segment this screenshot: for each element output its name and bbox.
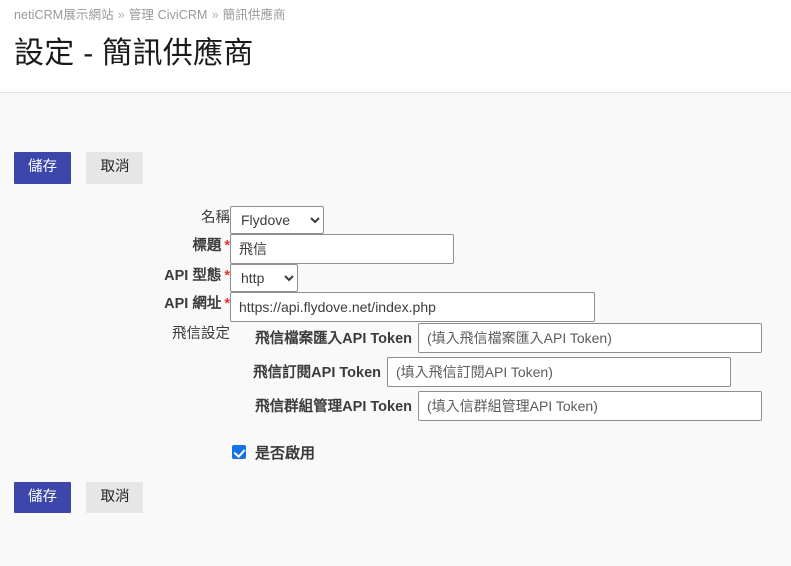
form-row-api-type: API 型態* http [14, 263, 777, 292]
label-flydove-settings: 飛信設定 [14, 322, 230, 463]
cancel-button-bottom[interactable]: 取消 [86, 481, 144, 513]
breadcrumb-item-admin[interactable]: 管理 CiviCRM [128, 8, 208, 22]
label-api-type: API 型態* [14, 264, 230, 292]
form-row-title: 標題* [14, 233, 777, 264]
cancel-button-top[interactable]: 取消 [86, 152, 144, 184]
form-row-name: 名稱 Flydove [14, 205, 777, 234]
title-input[interactable] [230, 233, 454, 264]
flydove-file-import-token-input[interactable] [418, 322, 762, 353]
settings-form: 名稱 Flydove 標題* API [14, 205, 777, 463]
label-name-text: 名稱 [201, 209, 230, 226]
save-button-bottom[interactable]: 儲存 [14, 481, 71, 513]
flydove-subscribe-token-input[interactable] [387, 356, 731, 387]
page-title: 設定 - 簡訊供應商 [14, 37, 254, 70]
toolbar-bottom: 儲存 取消 [14, 463, 777, 513]
required-asterisk: * [224, 237, 230, 254]
breadcrumb: netiCRM展示網站»管理 CiviCRM»簡訊供應商 [14, 0, 777, 23]
required-asterisk: * [224, 295, 230, 312]
flydove-group-manage-label: 飛信群組管理API Token [255, 399, 412, 415]
page-body: 儲存 取消 名稱 Flydove 標題* [0, 93, 791, 566]
flydove-file-import-label: 飛信檔案匯入API Token [255, 331, 412, 347]
form-row-api-url: API 網址* [14, 291, 777, 322]
label-name: 名稱 [14, 206, 230, 234]
label-flydove-settings-text: 飛信設定 [172, 325, 230, 342]
enable-checkbox-label: 是否啟用 [255, 444, 316, 462]
name-select[interactable]: Flydove [230, 205, 324, 234]
label-api-type-text: API 型態 [164, 267, 222, 284]
toolbar-top: 儲存 取消 [14, 93, 777, 184]
page-header: netiCRM展示網站»管理 CiviCRM»簡訊供應商 設定 - 簡訊供應商 [0, 0, 791, 93]
required-asterisk: * [224, 267, 230, 284]
flydove-group-manage-token-input[interactable] [418, 390, 762, 421]
enable-checkbox-row: 是否啟用 [232, 442, 777, 463]
label-title: 標題* [14, 234, 230, 264]
breadcrumb-item-site[interactable]: netiCRM展示網站 [14, 8, 114, 22]
label-api-url: API 網址* [14, 292, 230, 322]
save-button-top[interactable]: 儲存 [14, 152, 71, 184]
form-row-flydove-settings: 飛信設定 飛信檔案匯入API Token 飛信訂閱API Token [14, 322, 777, 463]
api-url-input[interactable] [230, 291, 595, 322]
api-type-select[interactable]: http [230, 263, 298, 292]
flydove-row-subscribe: 飛信訂閱API Token [230, 356, 777, 388]
enable-checkbox[interactable] [232, 445, 246, 459]
flydove-row-group-manage: 飛信群組管理API Token [230, 390, 777, 422]
label-api-url-text: API 網址 [164, 295, 222, 312]
breadcrumb-separator: » [211, 8, 219, 22]
flydove-subscribe-label: 飛信訂閱API Token [253, 365, 381, 381]
flydove-row-file-import: 飛信檔案匯入API Token [230, 322, 777, 354]
label-title-text: 標題 [192, 237, 222, 254]
breadcrumb-item-current: 簡訊供應商 [222, 8, 286, 22]
breadcrumb-separator: » [117, 8, 125, 22]
